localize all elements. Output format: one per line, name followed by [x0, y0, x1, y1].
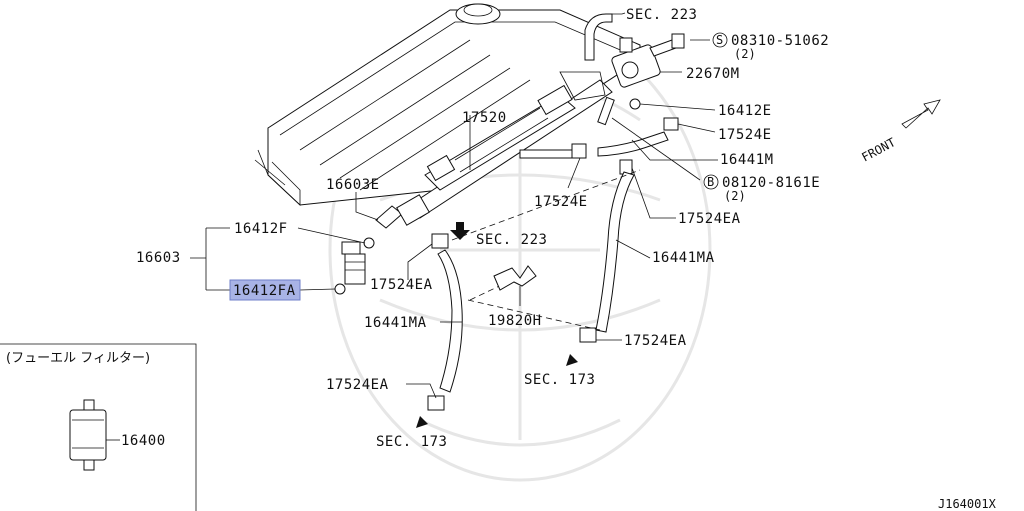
part-17524E-right[interactable]: 17524E	[718, 127, 772, 143]
part-16412FA[interactable]: 16412FA	[233, 283, 296, 299]
part-22670M[interactable]: 22670M	[686, 66, 740, 82]
inset-title: (フューエル フィルター)	[6, 351, 150, 366]
part-08310-qty: (2)	[734, 47, 756, 61]
part-16441MA-left[interactable]: 16441MA	[364, 315, 427, 331]
part-16603[interactable]: 16603	[136, 250, 181, 266]
selected-part-highlight	[229, 279, 301, 301]
part-08310-51062[interactable]: 08310-51062	[731, 33, 829, 49]
sec-173-right-link[interactable]: SEC. 173	[524, 372, 595, 388]
pressure-regulator	[584, 13, 685, 126]
fuel-filter-inset: (フューエル フィルター) 16400	[6, 351, 166, 449]
part-16441M[interactable]: 16441M	[720, 152, 774, 168]
leader-lines	[190, 12, 718, 399]
part-17524E-mid[interactable]: 17524E	[534, 194, 588, 210]
part-16412E[interactable]: 16412E	[718, 103, 772, 119]
b-symbol-icon	[703, 174, 719, 190]
part-19820H[interactable]: 19820H	[488, 313, 542, 329]
fuel-rail	[409, 71, 613, 219]
diagram-code: J164001X	[938, 497, 997, 511]
part-17524EA-lowright[interactable]: 17524EA	[624, 333, 687, 349]
sec-173-left-link[interactable]: SEC. 173	[376, 434, 447, 450]
hoses-left	[427, 169, 641, 411]
inset-frame	[0, 343, 197, 511]
callout-labels: SEC. 223 S 08310-51062 (2) 22670M 16412E…	[136, 7, 829, 450]
bolt-symbol: S	[716, 33, 723, 47]
front-label: FRONT	[859, 135, 897, 164]
front-indicator: FRONT	[859, 99, 941, 165]
part-16412F[interactable]: 16412F	[234, 221, 288, 237]
part-17520[interactable]: 17520	[462, 110, 507, 126]
direction-arrows	[416, 222, 580, 428]
part-17524EA-low[interactable]: 17524EA	[326, 377, 389, 393]
part-08120-8161E[interactable]: 08120-8161E	[722, 175, 820, 191]
s-symbol-icon	[712, 32, 728, 48]
part-08120-qty: (2)	[724, 189, 746, 203]
hoses-right	[519, 117, 679, 343]
sec-223-mid-link[interactable]: SEC. 223	[476, 232, 547, 248]
bolt2-symbol: B	[707, 175, 714, 189]
part-16441MA-right[interactable]: 16441MA	[652, 250, 715, 266]
fuel-injector	[334, 194, 430, 295]
part-17524EA-right[interactable]: 17524EA	[678, 211, 741, 227]
sec-223-top-link[interactable]: SEC. 223	[626, 7, 697, 23]
part-16400[interactable]: 16400	[121, 433, 166, 449]
part-16603E[interactable]: 16603E	[326, 177, 380, 193]
part-17524EA-mid[interactable]: 17524EA	[370, 277, 433, 293]
